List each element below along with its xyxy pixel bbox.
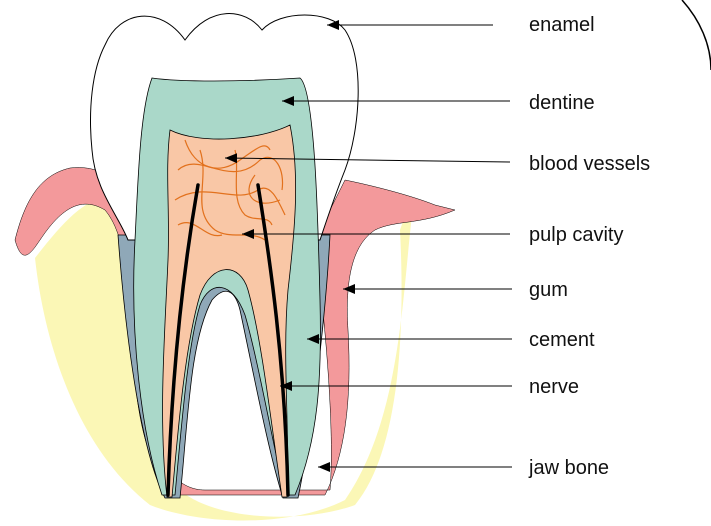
- label-cement: cement: [529, 329, 595, 351]
- label-enamel: enamel: [529, 14, 595, 36]
- label-nerve: nerve: [529, 376, 579, 398]
- label-dentine: dentine: [529, 92, 595, 114]
- label-gum: gum: [529, 279, 568, 301]
- label-jaw-bone: jaw bone: [528, 457, 609, 479]
- background-arc: [682, 0, 711, 70]
- label-blood-vessels: blood vessels: [529, 153, 650, 175]
- label-pulp-cavity: pulp cavity: [529, 224, 624, 246]
